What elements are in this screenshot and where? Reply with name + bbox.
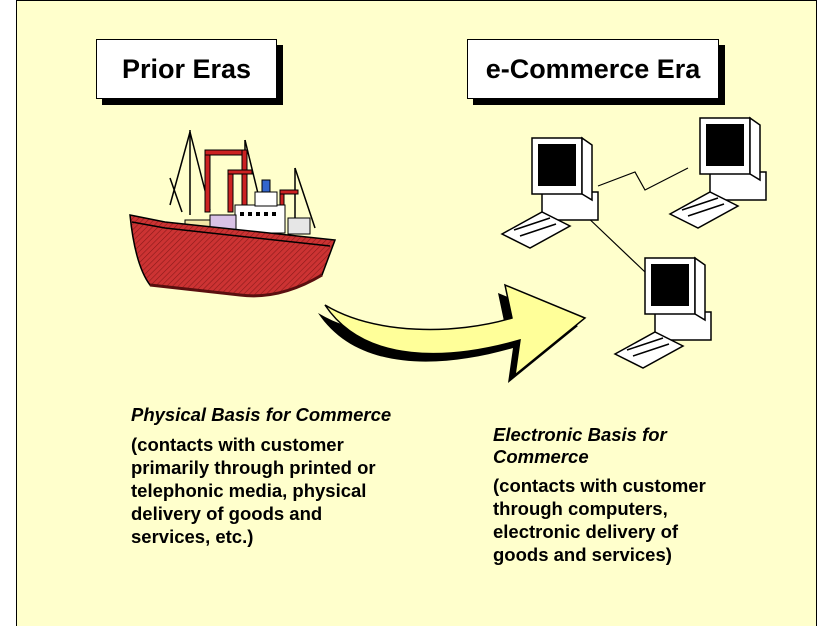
physical-basis-caption: Physical Basis for Commerce (contacts wi… — [131, 404, 431, 548]
description-line: (contacts with customer — [493, 475, 706, 496]
description-line: (contacts with customer — [131, 434, 344, 455]
description-line: delivery of goods and — [131, 503, 323, 524]
electronic-basis-heading: Electronic Basis for Commerce — [493, 424, 793, 468]
description-line: goods and services) — [493, 544, 672, 565]
curved-arrow-icon — [318, 283, 587, 383]
description-line: electronic delivery of — [493, 521, 679, 542]
network-links — [581, 167, 689, 273]
heading-line: Electronic Basis for — [493, 424, 667, 445]
ecommerce-era-label-box: e-Commerce Era — [467, 39, 719, 99]
prior-eras-label-box: Prior Eras — [96, 39, 277, 99]
description-line: telephonic media, physical — [131, 480, 367, 501]
ecommerce-era-label: e-Commerce Era — [485, 53, 701, 84]
electronic-basis-description: (contacts with customer through computer… — [493, 474, 793, 566]
cargo-ship-icon — [129, 130, 337, 298]
desktop-computer-icon — [500, 136, 599, 249]
physical-basis-description: (contacts with customer primarily throug… — [131, 433, 431, 548]
description-line: through computers, — [493, 498, 668, 519]
desktop-computer-icon — [613, 256, 712, 369]
description-line: services, etc.) — [131, 526, 254, 547]
prior-eras-label: Prior Eras — [121, 53, 252, 84]
desktop-computer-icon — [668, 116, 767, 229]
physical-basis-heading: Physical Basis for Commerce — [131, 404, 392, 425]
electronic-basis-caption: Electronic Basis for Commerce (contacts … — [493, 424, 793, 566]
heading-line: Commerce — [493, 446, 589, 467]
description-line: primarily through printed or — [131, 457, 376, 478]
